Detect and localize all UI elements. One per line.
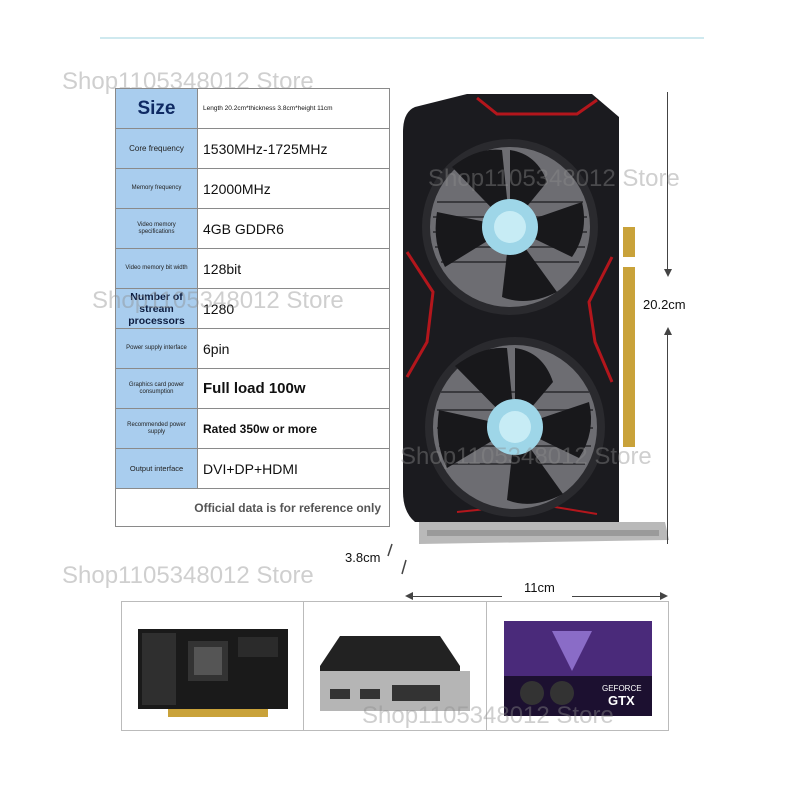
- spec-row-core-frequency: Core frequency 1530MHz-1725MHz: [116, 129, 389, 169]
- dimension-arrow-up: [664, 327, 672, 335]
- spec-label-recommended-psu: Recommended power supply: [116, 409, 198, 448]
- red-accent-right: [587, 256, 614, 383]
- graphics-card-image: [403, 94, 669, 544]
- thumbnail-io-ports: [304, 602, 487, 730]
- gold-finger-main: [623, 267, 635, 447]
- spec-value-memory-frequency: 12000MHz: [203, 180, 271, 197]
- spec-label-power-consumption: Graphics card power consumption: [116, 369, 198, 408]
- watermark: Shop1105348012 Store: [62, 562, 314, 589]
- spec-value-power-consumption: Full load 100w: [203, 380, 306, 397]
- spec-row-size: Size Length 20.2cm*thickness 3.8cm*heigh…: [116, 89, 389, 129]
- spec-label-video-memory-spec: Video memory specifications: [116, 209, 198, 248]
- top-divider: [100, 37, 704, 39]
- dimension-arrow-left: [405, 592, 413, 600]
- dimension-line-length-top: [667, 92, 668, 270]
- spec-label-output-interface: Output interface: [116, 449, 198, 488]
- spec-disclaimer: Official data is for reference only: [194, 500, 381, 515]
- thumbnail-strip: GEFORCE GTX: [121, 601, 669, 731]
- thumbnail-retail-box: GEFORCE GTX: [487, 602, 668, 730]
- spec-row-power-consumption: Graphics card power consumption Full loa…: [116, 369, 389, 409]
- gold-finger-small: [623, 227, 635, 257]
- red-accent-left: [405, 251, 435, 378]
- spec-row-recommended-psu: Recommended power supply Rated 350w or m…: [116, 409, 389, 449]
- backplate-image: [137, 629, 288, 717]
- spec-value-recommended-psu: Rated 350w or more: [203, 421, 318, 436]
- box-brand-text: GEFORCE: [602, 684, 642, 693]
- spec-value-video-memory-spec: 4GB GDDR6: [203, 220, 284, 237]
- dimension-thickness: 3.8cm: [345, 550, 381, 565]
- dimension-line-length-bottom: [667, 334, 668, 544]
- spec-label-memory-frequency: Memory frequency: [116, 169, 198, 208]
- dimension-arrow-down: [664, 269, 672, 277]
- spec-value-size: Length 20.2cm*thickness 3.8cm*height 11c…: [203, 105, 333, 112]
- spec-value-stream-processors: 1280: [203, 300, 235, 317]
- red-accent-top: [476, 96, 598, 116]
- fan-bottom: [425, 337, 605, 517]
- io-ports-image: [319, 636, 470, 711]
- retail-box-image: GEFORCE GTX: [504, 621, 653, 716]
- dimension-arrow-right: [660, 592, 668, 600]
- spec-label-stream-processors: Number of stream processors: [116, 289, 198, 328]
- spec-label-size: Size: [116, 89, 198, 128]
- spec-label-bit-width: Video memory bit width: [116, 249, 198, 288]
- spec-value-core-frequency: 1530MHz-1725MHz: [203, 140, 328, 157]
- fan-top: [422, 139, 598, 315]
- dimension-height: 11cm: [524, 580, 555, 595]
- spec-row-output-interface: Output interface DVI+DP+HDMI: [116, 449, 389, 489]
- spec-table: Size Length 20.2cm*thickness 3.8cm*heigh…: [115, 88, 390, 527]
- spec-label-power-interface: Power supply interface: [116, 329, 198, 368]
- spec-value-bit-width: 128bit: [203, 260, 242, 277]
- dimension-length: 20.2cm: [643, 297, 686, 312]
- dimension-line-height-right: [572, 596, 660, 597]
- spec-row-power-interface: Power supply interface 6pin: [116, 329, 389, 369]
- spec-row-memory-frequency: Memory frequency 12000MHz: [116, 169, 389, 209]
- spec-value-output-interface: DVI+DP+HDMI: [203, 460, 298, 477]
- spec-row-bit-width: Video memory bit width 128bit: [116, 249, 389, 289]
- spec-row-stream-processors: Number of stream processors 1280: [116, 289, 389, 329]
- box-model-text: GTX: [608, 693, 635, 708]
- thickness-marker: [387, 543, 407, 575]
- spec-value-power-interface: 6pin: [203, 340, 230, 357]
- dimension-line-height-left: [412, 596, 502, 597]
- spec-row-video-memory-spec: Video memory specifications 4GB GDDR6: [116, 209, 389, 249]
- spec-label-core-frequency: Core frequency: [116, 129, 198, 168]
- thumbnail-backplate: [122, 602, 305, 730]
